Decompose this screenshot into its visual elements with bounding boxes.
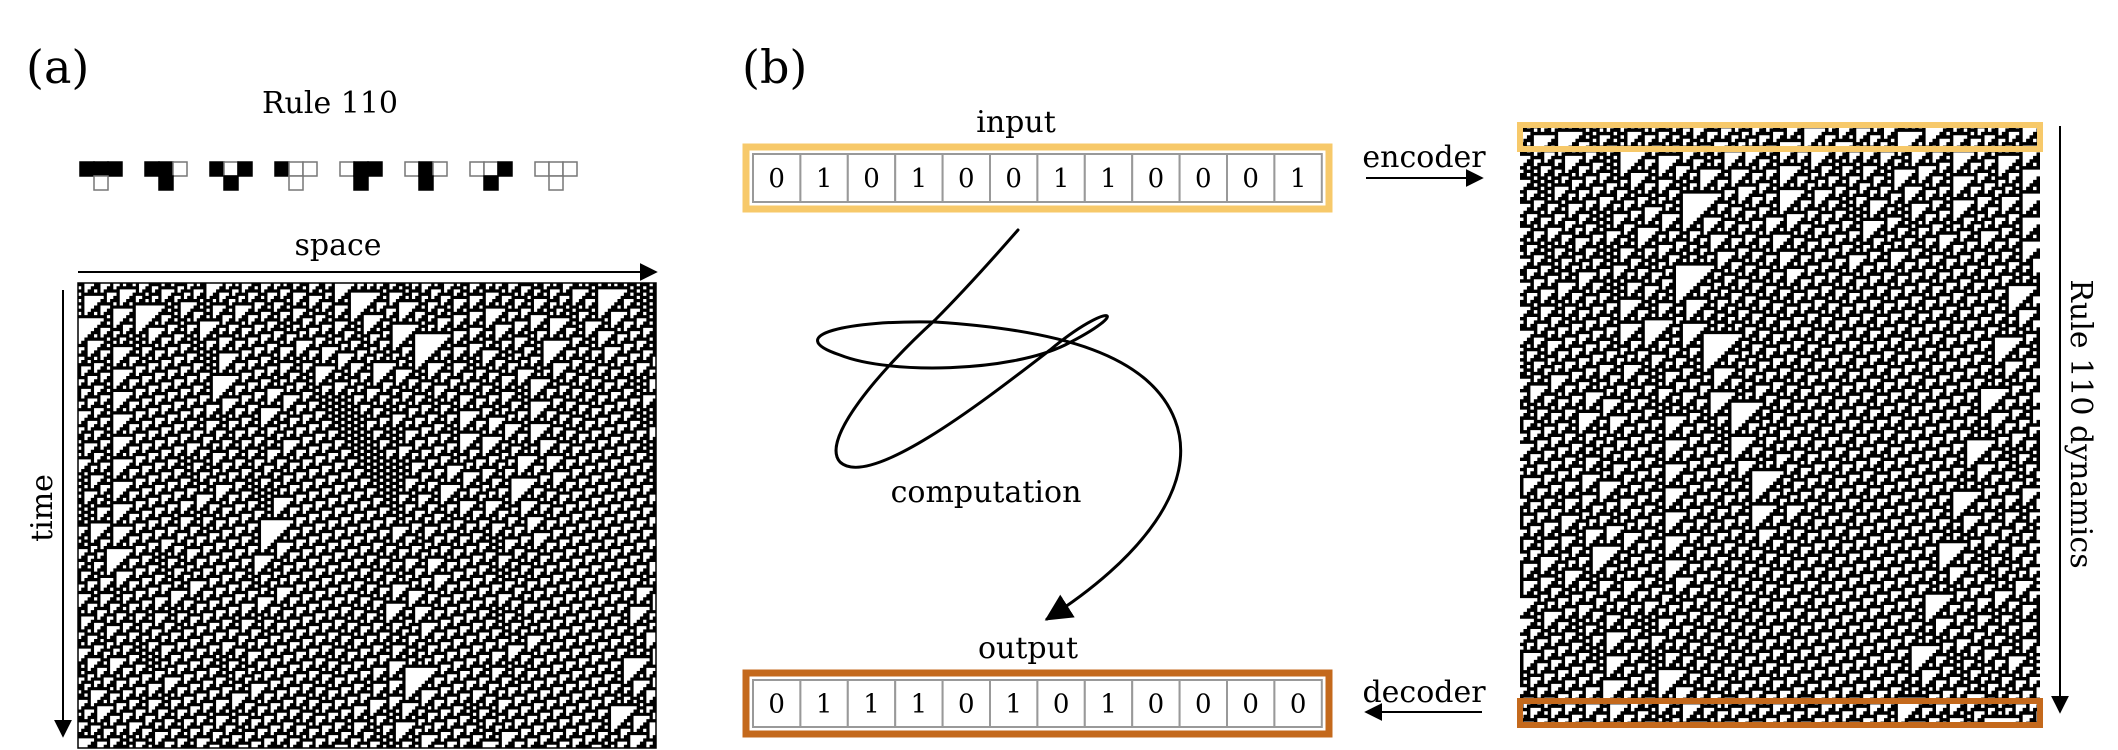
input-label: input xyxy=(976,105,1056,140)
rule-output-cell xyxy=(418,175,434,191)
bit-cell xyxy=(1273,679,1323,728)
rule-neighborhood-cell xyxy=(497,161,513,177)
bit-cell xyxy=(799,679,849,728)
rule-neighborhood-cell xyxy=(548,161,564,177)
computation-label: computation xyxy=(891,475,1082,510)
bit-value: 1 xyxy=(911,690,928,720)
bit-cell xyxy=(989,679,1039,728)
rule-output-cell xyxy=(93,175,109,191)
bit-cell xyxy=(894,679,944,728)
bit-cell xyxy=(1083,153,1134,203)
rule-neighborhood-cell xyxy=(432,161,448,177)
rule110-dynamics-diagram xyxy=(1520,125,2040,725)
rule-neighborhood-cell xyxy=(288,161,304,177)
bit-cell xyxy=(846,679,897,728)
bit-value: 1 xyxy=(863,690,880,720)
rule-neighborhood-cell xyxy=(418,161,434,177)
bit-value: 0 xyxy=(1242,164,1259,194)
bit-value: 1 xyxy=(1100,164,1117,194)
bit-cell xyxy=(941,153,991,203)
rule-neighborhood-cell xyxy=(534,161,550,177)
bit-cell xyxy=(1273,153,1323,203)
rule-output-cell xyxy=(288,175,304,191)
rule-output-cell xyxy=(353,175,369,191)
bit-cell xyxy=(1178,679,1228,728)
bit-cell xyxy=(989,153,1039,203)
time-axis-label: time xyxy=(25,474,60,542)
rule-neighborhood-cell xyxy=(209,161,225,177)
bit-value: 0 xyxy=(1242,690,1259,720)
bit-value: 0 xyxy=(958,164,975,194)
bit-cell xyxy=(752,679,802,728)
rule110-spacetime-diagram xyxy=(78,283,656,748)
rule-neighborhood-cell xyxy=(353,161,369,177)
bit-cell xyxy=(1036,153,1086,203)
rule-output-cell xyxy=(483,175,499,191)
bit-value: 1 xyxy=(816,164,833,194)
decoder-label: decoder xyxy=(1362,675,1486,710)
rule-neighborhood-cell xyxy=(172,161,188,177)
dynamics-label: Rule 110 dynamics xyxy=(2063,279,2098,568)
rule-output-cell xyxy=(223,175,239,191)
rule-neighborhood-cell xyxy=(93,161,109,177)
bit-value: 0 xyxy=(1053,690,1070,720)
bit-value: 0 xyxy=(768,690,785,720)
rule-neighborhood-cell xyxy=(469,161,485,177)
spacetime-frame-a xyxy=(77,282,657,749)
rule-output-cell xyxy=(158,175,174,191)
rule-neighborhood-cell xyxy=(144,161,160,177)
bit-value: 0 xyxy=(1005,164,1022,194)
bit-value: 0 xyxy=(1195,164,1212,194)
bit-value: 0 xyxy=(1148,164,1165,194)
rule-neighborhood-cell xyxy=(367,161,383,177)
rule-output-cell xyxy=(548,175,564,191)
computation-curve xyxy=(816,228,1183,621)
rule-neighborhood-cell xyxy=(79,161,95,177)
rule-neighborhood-cell xyxy=(237,161,253,177)
bit-cell xyxy=(1178,153,1228,203)
bit-value: 1 xyxy=(1005,690,1022,720)
bit-cell xyxy=(1226,153,1276,203)
space-axis-label: space xyxy=(294,228,381,263)
rule-neighborhood-cell xyxy=(339,161,355,177)
encoder-label: encoder xyxy=(1362,140,1486,175)
rule-neighborhood-cell xyxy=(302,161,318,177)
bit-value: 0 xyxy=(1148,690,1165,720)
bit-value: 1 xyxy=(911,164,928,194)
bit-value: 0 xyxy=(1290,690,1307,720)
bit-value: 0 xyxy=(863,164,880,194)
rule-neighborhood-cell xyxy=(404,161,420,177)
bit-cell xyxy=(1131,679,1181,728)
bit-cell xyxy=(1226,679,1276,728)
panel-b-label: (b) xyxy=(742,40,807,94)
panel-a-label: (a) xyxy=(26,40,89,94)
rule-neighborhood-cell xyxy=(562,161,578,177)
bit-cell xyxy=(752,153,802,203)
bit-value: 0 xyxy=(768,164,785,194)
bit-value: 0 xyxy=(958,690,975,720)
bit-value: 1 xyxy=(1053,164,1070,194)
bit-cell xyxy=(941,679,991,728)
rule-title: Rule 110 xyxy=(262,86,398,121)
bit-cell xyxy=(1083,679,1134,728)
panel-a: (a) Rule 110 space time xyxy=(25,40,658,749)
bit-value: 1 xyxy=(1100,690,1117,720)
rule-table-icons xyxy=(79,161,578,191)
decoded-output-band xyxy=(1517,698,2043,728)
encoded-input-band xyxy=(1517,122,2043,152)
rule-neighborhood-cell xyxy=(274,161,290,177)
bit-value: 1 xyxy=(816,690,833,720)
bit-value: 0 xyxy=(1195,690,1212,720)
bit-value: 1 xyxy=(1290,164,1307,194)
rule-neighborhood-cell xyxy=(158,161,174,177)
rule-neighborhood-cell xyxy=(107,161,123,177)
rule-neighborhood-cell xyxy=(223,161,239,177)
rule-neighborhood-cell xyxy=(483,161,499,177)
output-label: output xyxy=(978,631,1078,666)
